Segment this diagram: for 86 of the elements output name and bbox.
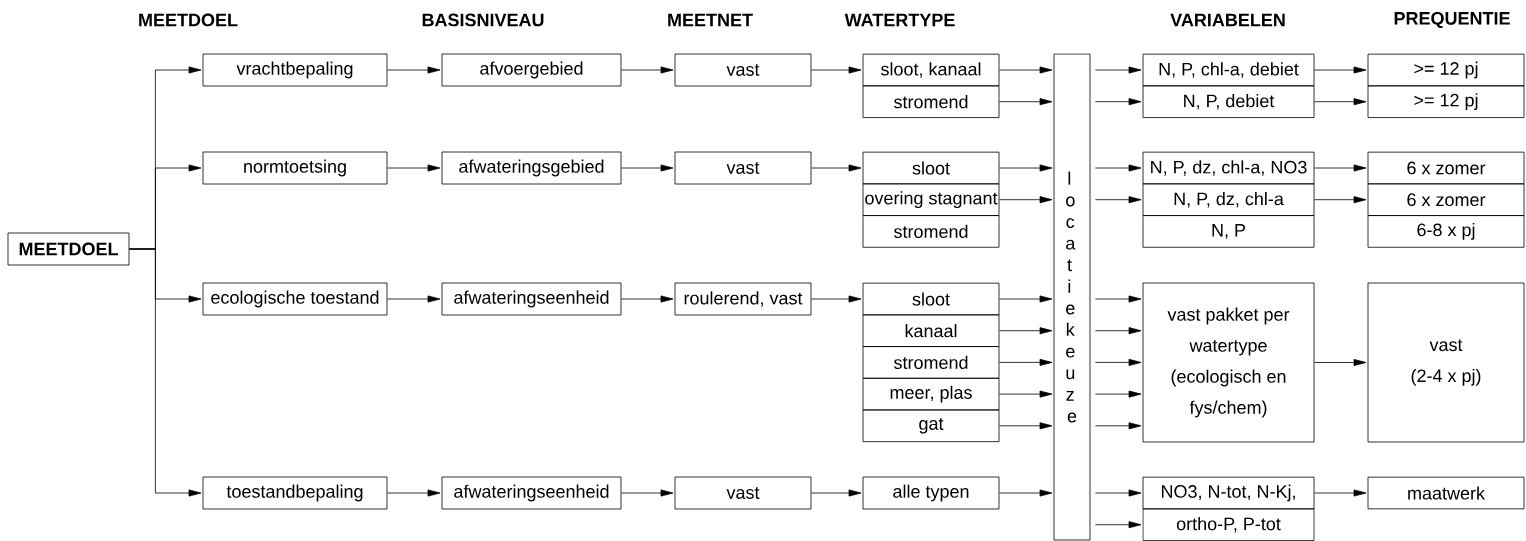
table-cell: meer, plas bbox=[862, 377, 1000, 411]
arrow bbox=[811, 295, 862, 303]
table-cell: stromend bbox=[862, 346, 1000, 379]
process-box: vrachtbepaling bbox=[202, 53, 388, 87]
arrow bbox=[621, 489, 674, 497]
table-cell: 6 x zomer bbox=[1367, 151, 1525, 185]
arrow bbox=[999, 327, 1053, 335]
arrow bbox=[387, 489, 441, 497]
arrow bbox=[999, 164, 1053, 172]
table-cell: maatwerk bbox=[1367, 476, 1525, 510]
arrow bbox=[999, 422, 1053, 430]
table-cell: N, P, dz, chl-a, NO3 bbox=[1142, 151, 1315, 185]
arrow bbox=[1314, 98, 1367, 106]
table-cell: gat bbox=[862, 409, 1000, 443]
process-box: vast bbox=[674, 53, 812, 87]
arrow bbox=[621, 66, 674, 74]
arrow bbox=[1095, 521, 1142, 529]
arrow bbox=[1314, 359, 1367, 366]
arrow bbox=[811, 489, 862, 497]
process-box: afvoergebied bbox=[441, 53, 622, 87]
arrow bbox=[999, 295, 1053, 303]
arrow bbox=[621, 295, 674, 303]
process-box: toestandbepaling bbox=[202, 476, 388, 510]
process-box: normtoetsing bbox=[202, 151, 388, 185]
arrow bbox=[999, 358, 1053, 366]
table-cell: N, P, chl-a, debiet bbox=[1142, 53, 1315, 87]
vertical-text-box: locatiekeuze bbox=[1053, 53, 1091, 541]
arrow bbox=[387, 66, 441, 74]
column-heading: PREQUENTIE bbox=[1394, 11, 1510, 29]
arrow bbox=[999, 489, 1053, 497]
column-heading: MEETNET bbox=[668, 13, 753, 27]
process-box: vast bbox=[674, 151, 812, 185]
table-cell: N, P bbox=[1142, 215, 1315, 248]
arrow bbox=[1095, 66, 1142, 74]
table-cell: sloot bbox=[862, 282, 1000, 316]
table-cell: 6-8 x pj bbox=[1367, 215, 1525, 248]
table-cell: stromend bbox=[862, 85, 1000, 118]
arrow bbox=[999, 66, 1053, 74]
column-heading: MEETDOEL bbox=[139, 13, 238, 27]
arrow bbox=[1095, 164, 1142, 172]
arrow bbox=[999, 390, 1053, 398]
root-box: MEETDOEL bbox=[7, 232, 130, 266]
table-cell: alle typen bbox=[862, 476, 1000, 510]
arrow bbox=[621, 164, 674, 172]
table-cell: sloot, kanaal bbox=[862, 53, 1000, 87]
table-cell: 6 x zomer bbox=[1367, 183, 1525, 216]
process-box: afwateringseenheid bbox=[441, 476, 622, 510]
table-cell: >= 12 pj bbox=[1367, 85, 1525, 118]
arrow bbox=[1095, 390, 1142, 398]
table-cell: ortho-P, P-tot bbox=[1142, 508, 1315, 541]
table-cell: N, P, debiet bbox=[1142, 85, 1315, 118]
arrow bbox=[1095, 196, 1142, 204]
arrow bbox=[999, 196, 1053, 204]
table-cell: >= 12 pj bbox=[1367, 53, 1525, 87]
arrow bbox=[811, 164, 862, 172]
arrow bbox=[999, 98, 1053, 106]
table-cell: stromend bbox=[862, 215, 1000, 248]
process-box: vast bbox=[674, 476, 812, 510]
arrow bbox=[1095, 295, 1142, 303]
column-heading: VARIABELEN bbox=[1170, 13, 1285, 27]
column-heading: BASISNIVEAU bbox=[422, 13, 544, 27]
arrow bbox=[1314, 196, 1367, 204]
table-cell: overing stagnant bbox=[862, 183, 1000, 216]
table-cell: N, P, dz, chl-a bbox=[1142, 183, 1315, 216]
arrow bbox=[1095, 358, 1142, 366]
process-box: roulerend, vast bbox=[674, 282, 812, 316]
process-box: afwateringseenheid bbox=[441, 282, 622, 316]
arrow bbox=[1314, 164, 1367, 172]
arrow bbox=[1095, 98, 1142, 106]
arrow bbox=[1314, 489, 1367, 497]
table-cell: kanaal bbox=[862, 314, 1000, 347]
arrow bbox=[1095, 489, 1142, 497]
arrow bbox=[1095, 327, 1142, 335]
arrow bbox=[811, 66, 862, 74]
arrow bbox=[1314, 66, 1367, 74]
process-box: afwateringsgebied bbox=[441, 151, 622, 185]
arrow bbox=[387, 164, 441, 172]
table-cell: vast (2-4 x pj) bbox=[1367, 282, 1525, 443]
table-cell: vast pakket per watertype (ecologisch en fys/chem) bbox=[1142, 282, 1315, 443]
process-box: ecologische toestand bbox=[202, 282, 388, 316]
column-heading: WATERTYPE bbox=[844, 13, 955, 27]
arrow bbox=[387, 295, 441, 303]
table-cell: NO3, N-tot, N-Kj, bbox=[1142, 476, 1315, 510]
table-cell: sloot bbox=[862, 151, 1000, 185]
arrow bbox=[129, 248, 202, 497]
arrow bbox=[1095, 422, 1142, 430]
